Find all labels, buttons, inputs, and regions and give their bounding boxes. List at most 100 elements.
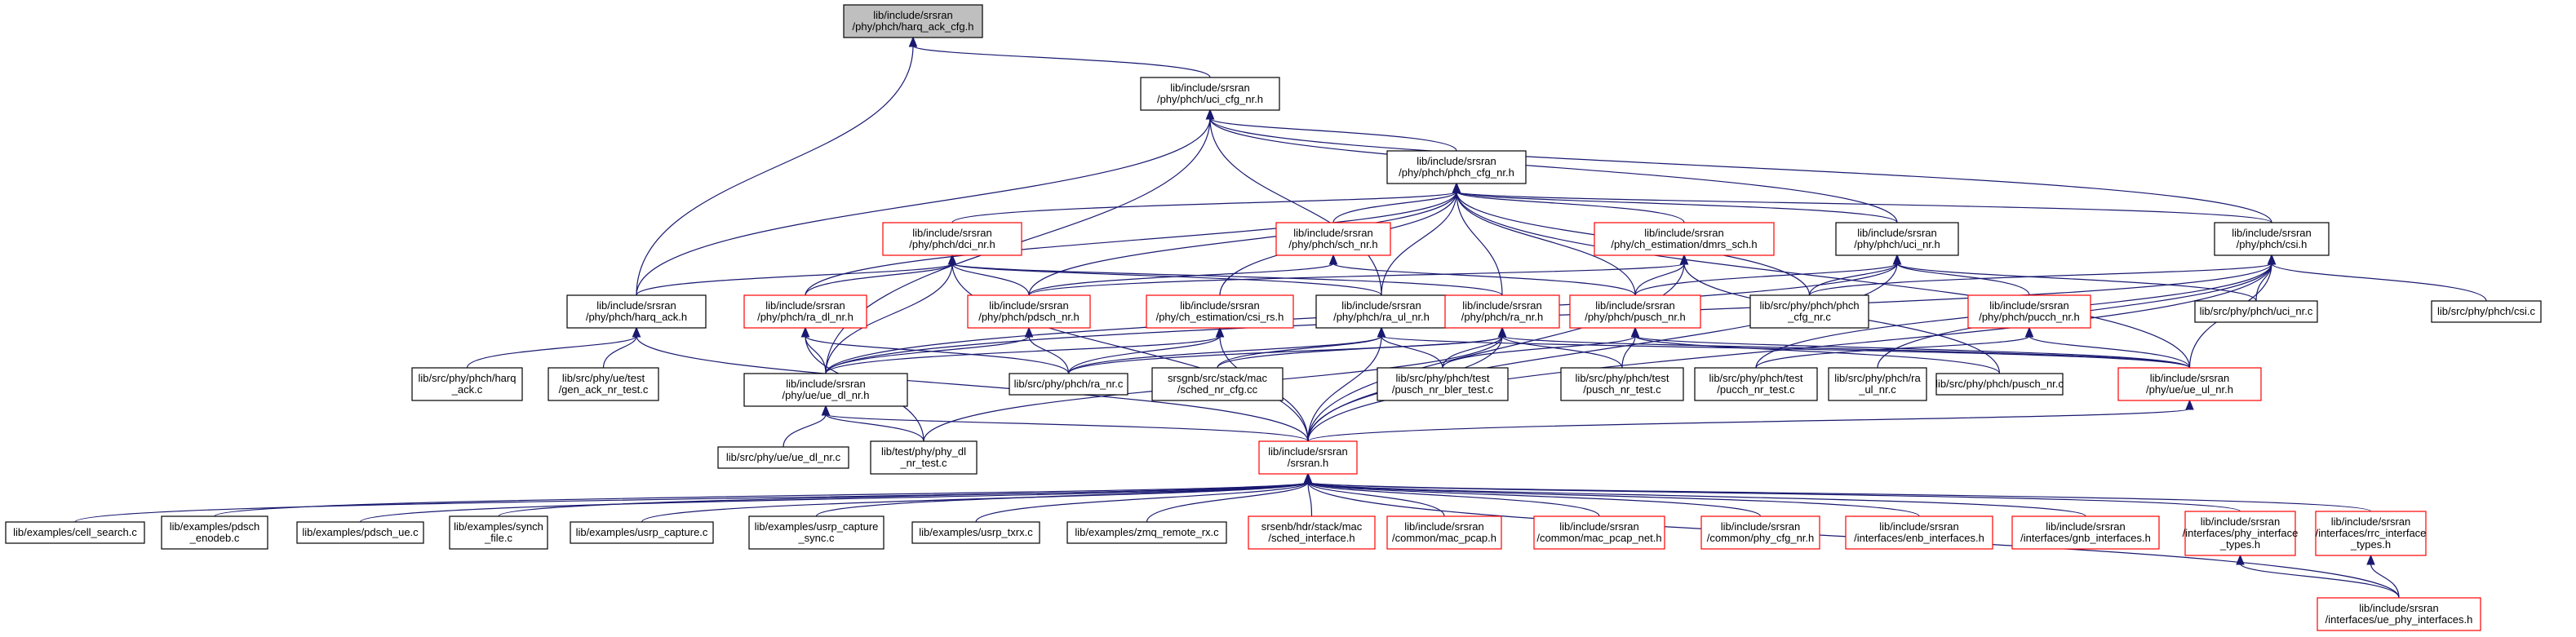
file-node-label: lib/include/srsran bbox=[1595, 299, 1675, 312]
file-node-label: /phy/phch/ra_ul_nr.h bbox=[1333, 311, 1430, 323]
dependency-edge bbox=[805, 254, 957, 296]
file-node-dmrs-sch[interactable]: lib/include/srsran/phy/ch_estimation/dmr… bbox=[1594, 222, 1775, 256]
file-node-ra-dl-nr[interactable]: lib/include/srsran/phy/phch/ra_dl_nr.h bbox=[743, 294, 867, 329]
file-node-uci-nr[interactable]: lib/include/srsran/phy/phch/uci_nr.h bbox=[1835, 222, 1959, 256]
file-node-csi-c[interactable]: lib/src/phy/phch/csi.c bbox=[2431, 300, 2542, 323]
file-node-sched-nr-cfg[interactable]: srsgnb/src/stack/mac/sched_nr_cfg.cc bbox=[1151, 367, 1284, 401]
file-node-usrp-capture-sync[interactable]: lib/examples/usrp_capture_sync.c bbox=[748, 515, 885, 550]
file-node-label: _sync.c bbox=[797, 532, 835, 544]
file-node-label: lib/include/srsran bbox=[1857, 227, 1937, 239]
dependency-edge bbox=[466, 326, 641, 369]
file-node-uci-nr-c[interactable]: lib/src/phy/phch/uci_nr.c bbox=[2194, 300, 2318, 323]
file-node-label: lib/include/srsran bbox=[2359, 602, 2439, 614]
file-node-label: /phy/phch/sch_nr.h bbox=[1288, 238, 1377, 250]
file-node-label: lib/include/srsran bbox=[2150, 372, 2230, 384]
file-node-label: lib/include/srsran bbox=[596, 299, 676, 312]
file-node-pdsch-enodeb[interactable]: lib/examples/pdsch_enodeb.c bbox=[161, 515, 268, 550]
file-node-ue-ul-nr[interactable]: lib/include/srsran/phy/ue/ue_ul_nr.h bbox=[2117, 367, 2262, 401]
file-node-mac-pcap[interactable]: lib/include/srsran/common/mac_pcap.h bbox=[1386, 515, 1502, 550]
file-node-label: lib/src/phy/phch/ra bbox=[1834, 372, 1921, 384]
file-node-label: lib/examples/cell_search.c bbox=[13, 526, 137, 538]
file-node-label: /phy/phch/harq_ack.h bbox=[586, 311, 687, 323]
file-node-label: lib/include/srsran bbox=[1417, 155, 1496, 167]
file-node-phch-cfg-nr-c[interactable]: lib/src/phy/phch/phch_cfg_nr.c bbox=[1749, 294, 1869, 329]
file-node-mac-pcap-net[interactable]: lib/include/srsran/common/mac_pcap_net.h bbox=[1533, 515, 1665, 550]
file-node-label: lib/include/srsran bbox=[1644, 227, 1724, 239]
file-node-pusch-nr-bler[interactable]: lib/src/phy/phch/test/pusch_nr_bler_test… bbox=[1377, 367, 1509, 401]
file-node-enb-interfaces[interactable]: lib/include/srsran/interfaces/enb_interf… bbox=[1845, 515, 1993, 550]
file-node-pdsch-ue[interactable]: lib/examples/pdsch_ue.c bbox=[296, 521, 424, 544]
file-node-label: lib/include/srsran bbox=[1462, 299, 1542, 312]
file-node-phy-dl-nr-test[interactable]: lib/test/phy/phy_dl_nr_test.c bbox=[870, 440, 978, 475]
file-node-pusch-nr-c[interactable]: lib/src/phy/phch/pusch_nr.c bbox=[1935, 373, 2064, 396]
dependency-edge bbox=[2366, 554, 2400, 599]
file-node-label: lib/src/phy/phch/test bbox=[1576, 372, 1669, 384]
file-node-label: lib/src/phy/phch/test bbox=[1709, 372, 1803, 384]
file-node-label: lib/examples/zmq_remote_rx.c bbox=[1075, 526, 1219, 538]
dependency-edge bbox=[908, 36, 1211, 78]
file-node-cell-search[interactable]: lib/examples/cell_search.c bbox=[5, 521, 145, 544]
file-node-gen-ack[interactable]: lib/src/phy/ue/test/gen_ack_nr_test.c bbox=[548, 367, 659, 401]
file-node-label: /pucch_nr_test.c bbox=[1717, 383, 1795, 396]
file-node-label: /phy/ue/ue_dl_nr.h bbox=[783, 389, 870, 401]
file-node-label: /phy/phch/harq_ack_cfg.h bbox=[853, 20, 974, 33]
dependency-edge bbox=[1205, 108, 2272, 223]
dependency-edge bbox=[2236, 554, 2400, 599]
file-node-label: srsenb/hdr/stack/mac bbox=[1261, 520, 1363, 533]
file-node-pucch-nr[interactable]: lib/include/srsran/phy/phch/pucch_nr.h bbox=[1967, 294, 2091, 329]
dependency-edge bbox=[1205, 108, 1382, 296]
file-node-label: lib/include/srsran bbox=[1293, 227, 1373, 239]
file-node-label: /gen_ack_nr_test.c bbox=[559, 383, 649, 396]
dependency-edge bbox=[1303, 472, 1445, 517]
file-node-csi-rs[interactable]: lib/include/srsran/phy/ch_estimation/csi… bbox=[1146, 294, 1294, 329]
file-node-label: /phy/phch/ra_nr.h bbox=[1461, 311, 1543, 323]
file-node-gnb-interfaces[interactable]: lib/include/srsran/interfaces/gnb_interf… bbox=[2011, 515, 2160, 550]
dependency-edge bbox=[1303, 472, 2086, 517]
dependency-edge bbox=[632, 326, 1309, 442]
file-node-sched-interface[interactable]: srsenb/hdr/stack/mac/sched_interface.h bbox=[1248, 515, 1376, 550]
file-node-phy-interface-types[interactable]: lib/include/srsran/interfaces/phy_interf… bbox=[2183, 511, 2299, 556]
file-node-label: /phy/phch/pucch_nr.h bbox=[1979, 311, 2080, 323]
file-node-synch-file[interactable]: lib/examples/synch_file.c bbox=[449, 515, 548, 550]
file-node-label: lib/examples/usrp_capture.c bbox=[576, 526, 708, 538]
file-node-harq-ack-cfg[interactable]: lib/include/srsran/phy/phch/harq_ack_cfg… bbox=[843, 4, 983, 38]
file-node-harq-ack-c[interactable]: lib/src/phy/phch/harq_ack.c bbox=[411, 367, 523, 401]
file-node-pusch-nr[interactable]: lib/include/srsran/phy/phch/pusch_nr.h bbox=[1569, 294, 1701, 329]
file-node-phy-cfg-nr[interactable]: lib/include/srsran/common/phy_cfg_nr.h bbox=[1700, 515, 1820, 550]
file-node-pdsch-nr[interactable]: lib/include/srsran/phy/phch/pdsch_nr.h bbox=[967, 294, 1091, 329]
file-node-pusch-nr-test[interactable]: lib/src/phy/phch/test/pusch_nr_test.c bbox=[1560, 367, 1684, 401]
file-node-label: /phy/ch_estimation/dmrs_sch.h bbox=[1611, 238, 1757, 250]
file-node-ra-nr-c[interactable]: lib/src/phy/phch/ra_nr.c bbox=[1009, 373, 1128, 396]
file-node-ra-nr[interactable]: lib/include/srsran/phy/phch/ra_nr.h bbox=[1444, 294, 1560, 329]
file-node-sch-nr[interactable]: lib/include/srsran/phy/phch/sch_nr.h bbox=[1275, 222, 1391, 256]
file-node-label: lib/include/srsran bbox=[989, 299, 1069, 312]
file-node-ra-ul-nr[interactable]: lib/include/srsran/phy/phch/ra_ul_nr.h bbox=[1315, 294, 1448, 329]
dependency-edge bbox=[1377, 326, 1443, 369]
file-node-label: /sched_interface.h bbox=[1268, 532, 1355, 544]
file-node-usrp-capture[interactable]: lib/examples/usrp_capture.c bbox=[570, 521, 714, 544]
file-node-srsran-h[interactable]: lib/include/srsran/srsran.h bbox=[1258, 440, 1358, 475]
file-node-harq-ack[interactable]: lib/include/srsran/phy/phch/harq_ack.h bbox=[566, 294, 707, 329]
file-node-pucch-nr-test[interactable]: lib/src/phy/phch/test/pucch_nr_test.c bbox=[1694, 367, 1818, 401]
file-node-label: lib/src/phy/phch/csi.c bbox=[2437, 305, 2535, 317]
file-node-ue-dl-nr-c[interactable]: lib/src/phy/ue/ue_dl_nr.c bbox=[717, 446, 849, 469]
file-node-dci-nr[interactable]: lib/include/srsran/phy/phch/dci_nr.h bbox=[882, 222, 1022, 256]
dependency-edge bbox=[1630, 326, 2191, 369]
file-node-ra-ul-nr-c[interactable]: lib/src/phy/phch/ra_ul_nr.c bbox=[1828, 367, 1927, 401]
file-node-label: /interfaces/ue_phy_interfaces.h bbox=[2325, 613, 2473, 626]
file-node-label: /phy/phch/csi.h bbox=[2237, 238, 2308, 250]
dependency-edge bbox=[636, 254, 957, 296]
file-node-label: lib/include/srsran bbox=[1268, 445, 1348, 458]
dependency-edge bbox=[947, 254, 1382, 296]
file-node-ue-dl-nr[interactable]: lib/include/srsran/phy/ue/ue_dl_nr.h bbox=[743, 373, 908, 407]
file-node-csi[interactable]: lib/include/srsran/phy/phch/csi.h bbox=[2214, 222, 2330, 256]
file-node-phch-cfg-nr[interactable]: lib/include/srsran/phy/phch/phch_cfg_nr.… bbox=[1386, 150, 1527, 184]
edge-layer bbox=[74, 36, 2487, 599]
file-node-ue-phy-interfaces[interactable]: lib/include/srsran/interfaces/ue_phy_int… bbox=[2317, 597, 2481, 631]
file-node-zmq-remote-rx[interactable]: lib/examples/zmq_remote_rx.c bbox=[1066, 521, 1227, 544]
dependency-edge bbox=[1146, 472, 1313, 523]
file-node-usrp-txrx[interactable]: lib/examples/usrp_txrx.c bbox=[911, 521, 1040, 544]
file-node-rrc-interface-types[interactable]: lib/include/srsran/interfaces/rrc_interf… bbox=[2315, 511, 2427, 556]
file-node-label: _types.h bbox=[2219, 538, 2260, 551]
file-node-uci-cfg-nr[interactable]: lib/include/srsran/phy/phch/uci_cfg_nr.h bbox=[1140, 77, 1280, 111]
